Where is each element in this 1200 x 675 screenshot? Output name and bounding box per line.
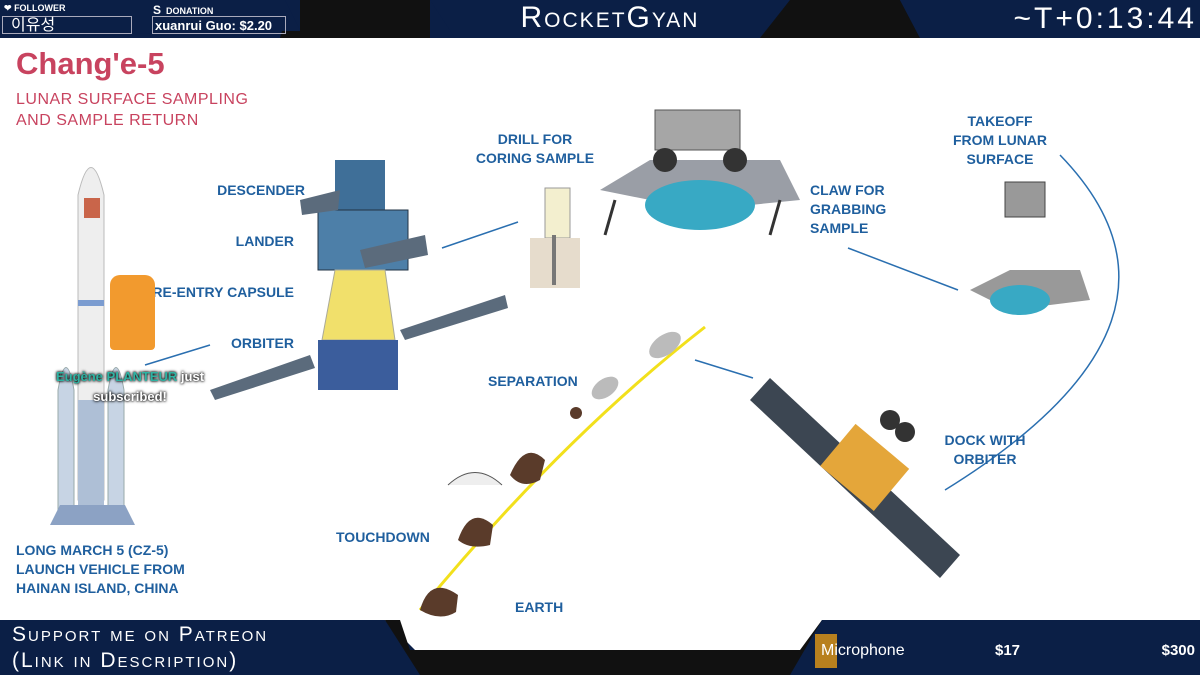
follower-name: 이유성 [2,16,132,34]
label-launch-vehicle: LONG MARCH 5 (CZ-5) LAUNCH VEHICLE FROM HA… [16,541,185,598]
dock-line-2: ORBITER [953,451,1017,467]
subtitle-line-2: AND SAMPLE RETURN [16,112,199,129]
label-lander: LANDER [235,233,294,249]
alert-name: Eugène PLANTEUR [55,369,178,384]
label-touchdown: TOUCHDOWN [336,529,430,545]
lv-line-2: LAUNCH VEHICLE FROM [16,561,185,577]
goal-progress-fill [815,634,837,668]
lv-line-1: LONG MARCH 5 (CZ-5) [16,542,169,558]
label-earth: EARTH [515,599,564,615]
orbiter-docking-illustration [750,378,960,578]
ascender-illustration [970,181,1090,315]
label-claw: CLAW FOR GRABBING SAMPLE [810,181,886,238]
donation-widget: S DONATION [153,3,213,17]
goal-label: Microphone [821,642,905,659]
takeoff-line-1: TAKEOFF [967,113,1033,129]
drill-illustration [530,187,580,288]
patreon-line-1: Support me on Patreon [12,623,269,646]
label-orbiter: ORBITER [231,335,294,351]
subtitle-line-1: LUNAR SURFACE SAMPLING [16,91,249,108]
flow-arrows [144,154,1120,491]
label-descender: DESCENDER [217,182,305,198]
alert-action: just [180,369,205,384]
return-trajectory [418,325,706,617]
patreon-line-2: (Link in Description) [12,649,239,672]
claw-line-3: SAMPLE [810,220,869,236]
top-bar-shapes [280,0,1200,38]
label-drill: DRILL FOR CORING SAMPLE [470,130,600,168]
lv-line-3: HAINAN ISLAND, CHINA [16,580,179,596]
goal-target: $300 [1161,642,1195,659]
spacecraft-stack [210,160,508,400]
alert-mascot-image [110,275,155,350]
claw-line-2: GRABBING [810,201,887,217]
lander-illustration [600,109,800,236]
label-dock: DOCK WITH ORBITER [935,431,1035,469]
label-takeoff: TAKEOFF FROM LUNAR SURFACE [940,112,1060,169]
subscriber-alert: Eugène PLANTEUR just subscribed! [40,367,220,407]
mission-timer: ~T+0:13:44 [1013,2,1197,35]
heart-icon: ❤ [4,3,12,13]
dollar-icon: S [153,3,162,17]
claw-line-1: CLAW FOR [810,182,885,198]
drill-line-2: CORING SAMPLE [475,150,595,166]
label-reentry-capsule: RE-ENTRY CAPSULE [152,284,294,300]
alert-action-2: subscribed! [93,389,167,404]
label-separation: SEPARATION [488,373,578,389]
follower-label: FOLLOWER [14,3,66,13]
donation-goal: Microphone $17 $300 [815,634,1195,668]
patreon-banner[interactable]: Support me on Patreon (Link in Descripti… [12,622,268,674]
diagram-subtitle: LUNAR SURFACE SAMPLING AND SAMPLE RETURN [16,89,248,131]
goal-current: $17 [995,642,1021,659]
donation-value: xuanrui Guo: $2.20 [152,16,286,34]
follower-widget: ❤ FOLLOWER [4,3,66,14]
donation-label: DONATION [166,6,214,16]
rocket-illustration [50,167,135,525]
dock-line-1: DOCK WITH [944,432,1026,448]
drill-line-1: DRILL FOR [497,131,573,147]
channel-title: RocketGyan [520,1,700,34]
diagram-title: Chang'e-5 [16,46,165,81]
bottom-bar-shapes [0,620,1200,675]
takeoff-line-3: SURFACE [966,151,1034,167]
takeoff-line-2: FROM LUNAR [952,132,1048,148]
